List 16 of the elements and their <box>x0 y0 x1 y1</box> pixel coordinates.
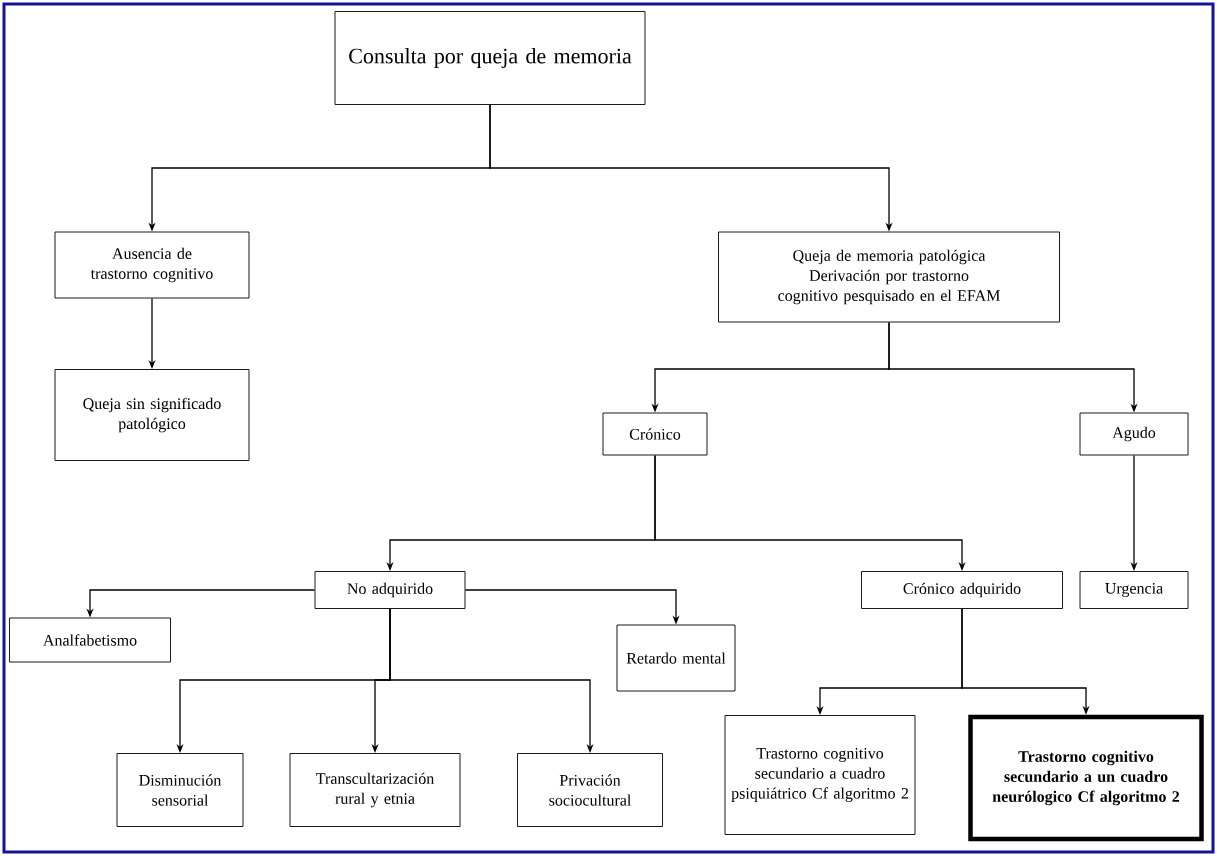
process-box: No adquirido <box>314 571 466 609</box>
process-box: Crónico <box>602 412 708 456</box>
process-box: Analfabetismo <box>9 617 171 663</box>
process-box: Trastorno cognitivo secundario a cuadro psiquiátrico Cf algoritmo 2 <box>724 715 916 835</box>
process-box: Urgencia <box>1079 571 1189 609</box>
process-box: Queja sin significado patológico <box>54 369 250 461</box>
process-box: Queja de memoria patológica Derivación por trastorno cognitivo pesquisado en el EFAM <box>718 231 1060 323</box>
highlighted-box: Trastorno cognitivo secundario a un cuadro neurólogico Cf algoritmo 2 <box>968 714 1204 842</box>
process-box: Agudo <box>1079 412 1189 456</box>
process-box: Ausencia de trastorno cognitivo <box>54 231 250 299</box>
process-box: Privación sociocultural <box>517 753 663 827</box>
process-box: Consulta por queja de memoria <box>334 11 646 105</box>
process-box: Transcultarización rural y etnia <box>289 753 461 827</box>
process-box: Crónico adquirido <box>861 571 1063 609</box>
process-box: Disminución sensorial <box>116 753 244 827</box>
process-box: Retardo mental <box>616 624 736 692</box>
